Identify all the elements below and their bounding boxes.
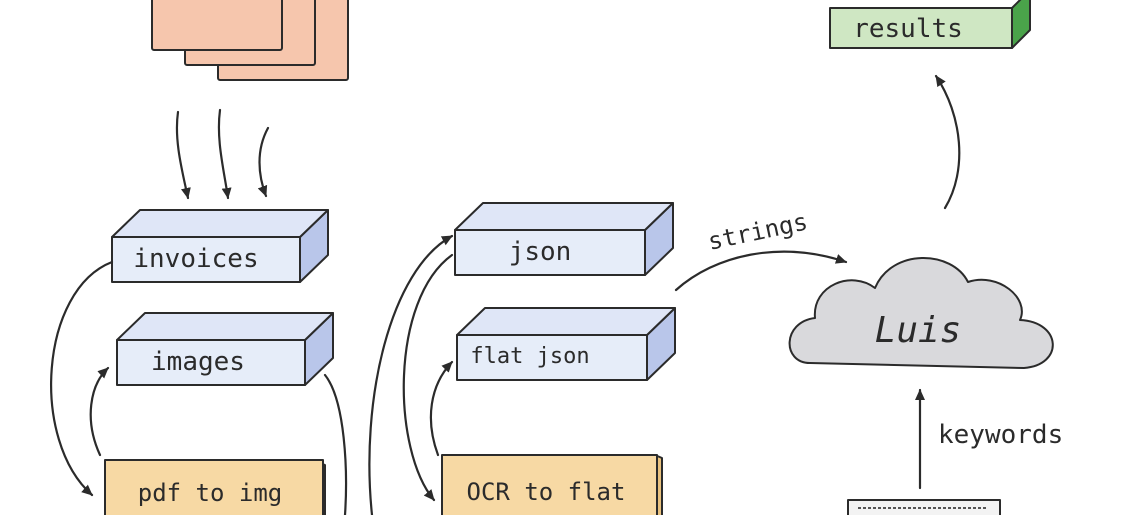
strings-label: strings bbox=[705, 207, 810, 255]
ocr-to-flat-node: OCR to flat bbox=[441, 454, 663, 515]
images-node: images bbox=[116, 312, 334, 386]
document-stack bbox=[151, 0, 349, 81]
results-label: results bbox=[853, 14, 963, 44]
ocr-to-flat-label: OCR to flat bbox=[467, 478, 626, 506]
luis-label: Luis bbox=[875, 310, 962, 351]
results-node: results bbox=[829, 0, 1031, 49]
keyword-list-sheet bbox=[847, 499, 1001, 515]
input-arrows bbox=[175, 108, 270, 200]
connectors bbox=[50, 74, 961, 515]
luis-cloud-node: Luis bbox=[788, 257, 1054, 369]
pdf-to-img-label: pdf to img bbox=[138, 479, 283, 507]
images-label: images bbox=[151, 347, 245, 377]
flat-json-node: flat json bbox=[456, 307, 676, 381]
keywords-label: keywords bbox=[938, 420, 1063, 450]
json-label: json bbox=[509, 237, 572, 267]
invoices-node: invoices bbox=[111, 209, 329, 283]
json-node: json bbox=[454, 202, 674, 276]
invoices-label: invoices bbox=[133, 244, 258, 274]
flat-json-label: flat json bbox=[470, 344, 589, 369]
pdf-to-img-node: pdf to img bbox=[104, 459, 326, 515]
